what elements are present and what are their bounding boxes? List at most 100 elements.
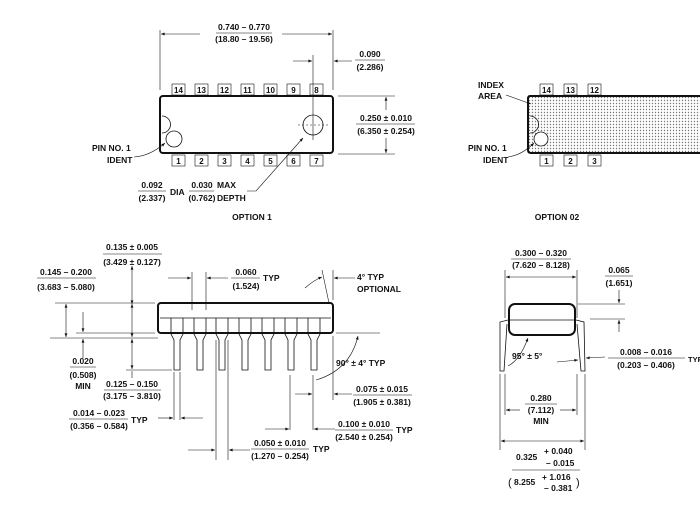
svg-text:(18.80 – 19.56): (18.80 – 19.56) — [215, 34, 273, 44]
svg-text:0.050 ± 0.010: 0.050 ± 0.010 — [254, 438, 306, 448]
svg-text:(3.683 – 5.080): (3.683 – 5.080) — [37, 282, 95, 292]
svg-text:0.030: 0.030 — [191, 180, 213, 190]
svg-text:5: 5 — [268, 157, 273, 166]
svg-text:3: 3 — [592, 157, 597, 166]
pin-1: 1 — [171, 154, 186, 167]
svg-text:4: 4 — [245, 157, 250, 166]
width-dimension: 0.250 ± 0.010 (6.350 ± 0.254) — [356, 113, 415, 136]
body-width-dimension: 0.300 – 0.320 (7.620 – 8.128) — [511, 248, 571, 270]
outer-span-dimension: 0.325 + 0.040 – 0.015 ( 8.255 + 1.016 – … — [508, 446, 580, 493]
svg-text:MAX: MAX — [217, 180, 236, 190]
pin-9: 9 — [286, 83, 301, 96]
side-view: 0.135 ± 0.005 (3.429 ± 0.127) 0.145 – 0.2… — [37, 242, 413, 461]
shoulder-dimension: 0.060(1.524)TYP — [231, 267, 280, 291]
shoulder-width-dimension: 0.050 ± 0.010(1.270 – 0.254)TYP — [251, 438, 330, 461]
svg-text:0.135 ± 0.005: 0.135 ± 0.005 — [106, 242, 158, 252]
svg-text:8.255: 8.255 — [514, 477, 536, 487]
svg-text:TYP: TYP — [263, 273, 280, 283]
svg-text:(7.620 – 8.128): (7.620 – 8.128) — [512, 260, 570, 270]
end-view: 0.300 – 0.320 (7.620 – 8.128) 0.065(1.651… — [499, 248, 700, 493]
svg-text:6: 6 — [291, 157, 296, 166]
pin-8: 8 — [309, 83, 324, 96]
svg-text:TYP: TYP — [131, 415, 148, 425]
svg-text:MIN: MIN — [533, 416, 549, 426]
svg-text:0.740 – 0.770: 0.740 – 0.770 — [218, 22, 270, 32]
pitch-dimension: 0.100 ± 0.010(2.540 ± 0.254)TYP — [335, 419, 413, 442]
pin-5: 5 — [263, 154, 278, 167]
svg-text:(0.508): (0.508) — [70, 370, 97, 380]
standoff-dimension: 0.020 (0.508)MIN — [70, 356, 97, 391]
pin-10: 10 — [263, 83, 278, 96]
pin-2: 2 — [194, 154, 209, 167]
svg-text:0.145 – 0.200: 0.145 – 0.200 — [40, 267, 92, 277]
inner-span-dimension: 0.280 (7.112)MIN — [525, 393, 557, 426]
svg-text:0.092: 0.092 — [141, 180, 163, 190]
svg-text:PIN NO. 1: PIN NO. 1 — [468, 143, 507, 153]
svg-text:DEPTH: DEPTH — [217, 193, 246, 203]
end-lead-dimension: 0.075 ± 0.015(1.905 ± 0.381) — [353, 384, 412, 407]
shoulder-height-dimension: 0.065(1.651) — [605, 265, 633, 288]
leads — [170, 318, 321, 371]
svg-text:0.008 – 0.016: 0.008 – 0.016 — [620, 347, 672, 357]
svg-text:(0.356 – 0.584): (0.356 – 0.584) — [70, 421, 128, 431]
pin-11: 11 — [240, 83, 255, 96]
svg-text:0.250 ± 0.010: 0.250 ± 0.010 — [360, 113, 412, 123]
svg-text:DIA: DIA — [170, 187, 185, 197]
svg-text:0.280: 0.280 — [530, 393, 552, 403]
svg-text:0.020: 0.020 — [72, 356, 94, 366]
svg-text:PIN NO. 1: PIN NO. 1 — [92, 143, 131, 153]
svg-text:0.014 – 0.023: 0.014 – 0.023 — [73, 408, 125, 418]
svg-text:– 0.015: – 0.015 — [546, 458, 575, 468]
svg-text:3: 3 — [222, 157, 227, 166]
svg-text:+ 0.040: + 0.040 — [544, 446, 573, 456]
svg-text:0.125 – 0.150: 0.125 – 0.150 — [106, 379, 158, 389]
svg-text:7: 7 — [314, 157, 319, 166]
option-1-caption: OPTION 1 — [232, 212, 272, 222]
svg-text:IDENT: IDENT — [483, 155, 509, 165]
svg-text:2: 2 — [568, 157, 573, 166]
svg-text:– 0.381: – 0.381 — [544, 483, 573, 493]
pin-13: 13 — [194, 83, 209, 96]
svg-text:MIN: MIN — [75, 381, 91, 391]
svg-text:): ) — [576, 477, 580, 489]
svg-text:(1.270 – 0.254): (1.270 – 0.254) — [251, 451, 309, 461]
seat-height-dimension: 0.135 ± 0.005 (3.429 ± 0.127) — [103, 242, 162, 267]
svg-text:0.300 – 0.320: 0.300 – 0.320 — [515, 248, 567, 258]
svg-text:12: 12 — [220, 86, 229, 95]
svg-text:0.065: 0.065 — [608, 265, 630, 275]
svg-text:12: 12 — [590, 86, 599, 95]
lead-thickness-dimension: 0.008 – 0.016(0.203 – 0.406)TYP — [608, 347, 700, 370]
svg-text:(6.350 ± 0.254): (6.350 ± 0.254) — [357, 126, 415, 136]
lead-width-dimension: 0.014 – 0.023 (0.356 – 0.584)TYP — [69, 408, 148, 431]
svg-text:(3.429 ± 0.127): (3.429 ± 0.127) — [103, 257, 161, 267]
index-area-label: INDEX — [478, 80, 504, 90]
svg-text:(3.175 – 3.810): (3.175 – 3.810) — [103, 391, 161, 401]
svg-text:(1.524): (1.524) — [233, 281, 260, 291]
svg-text:(0.203 – 0.406): (0.203 – 0.406) — [617, 360, 675, 370]
pin-12: 12 — [217, 83, 232, 96]
svg-text:1: 1 — [176, 157, 181, 166]
svg-text:0.325: 0.325 — [516, 452, 538, 462]
lead-angle-label: 90° ± 4° TYP — [336, 358, 386, 368]
svg-text:8: 8 — [314, 86, 319, 95]
top-pins: 14 13 12 11 10 9 8 — [171, 83, 324, 96]
option-02-caption: OPTION 02 — [535, 212, 580, 222]
svg-text:(2.286): (2.286) — [357, 62, 384, 72]
svg-text:9: 9 — [291, 86, 296, 95]
end-angle-label: 95° ± 5° — [512, 351, 543, 361]
pin-4: 4 — [240, 154, 255, 167]
svg-text:(0.762): (0.762) — [189, 193, 216, 203]
svg-text:4° TYP: 4° TYP — [357, 272, 384, 282]
dia-dimension: 0.092 (2.337) DIA — [138, 180, 185, 203]
pin-14: 14 — [171, 83, 186, 96]
svg-text:1: 1 — [544, 157, 549, 166]
top-view-option-02: 14 13 12 1 2 3 INDEX AREA PIN NO. 1 IDEN… — [468, 80, 700, 222]
svg-text:2: 2 — [199, 157, 204, 166]
svg-text:(7.112): (7.112) — [528, 405, 555, 415]
svg-text:(: ( — [508, 477, 512, 489]
package-body — [159, 95, 334, 154]
pin1-ident-label: PIN NO. 1 IDENT — [92, 143, 133, 165]
pin-6: 6 — [286, 154, 301, 167]
